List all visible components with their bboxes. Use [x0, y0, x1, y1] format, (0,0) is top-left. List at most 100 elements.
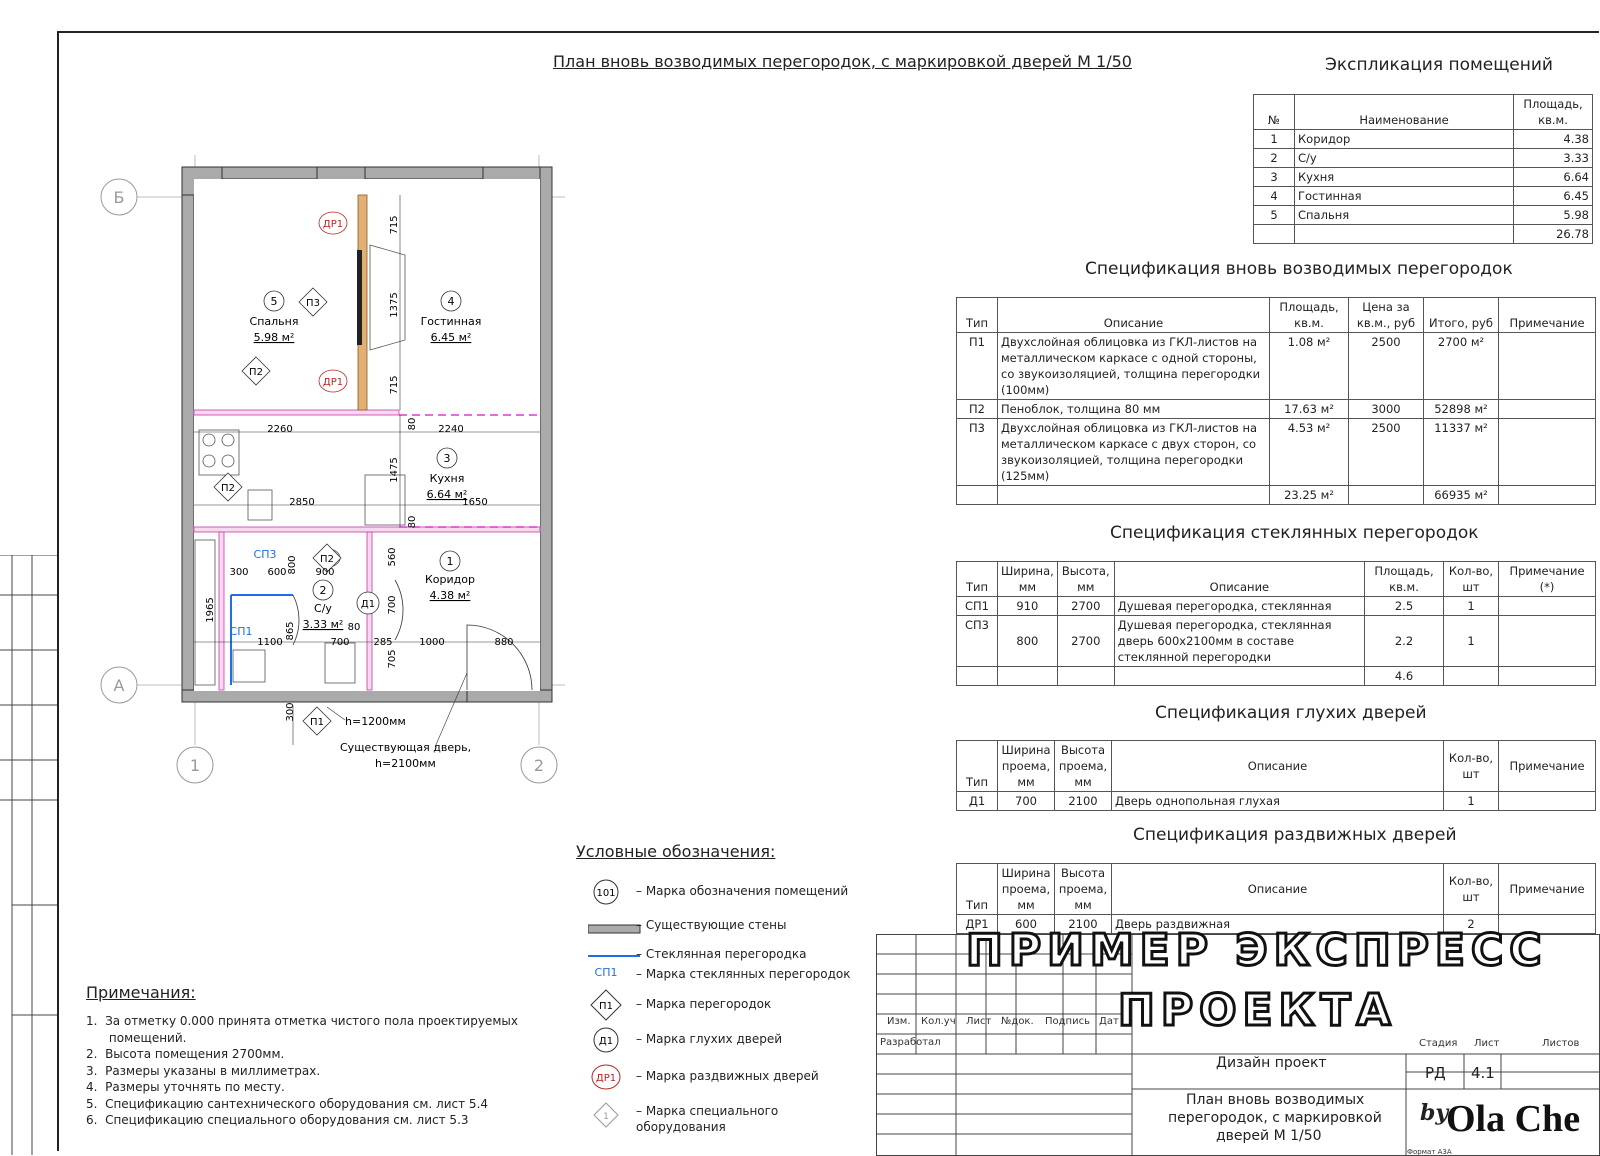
mark-dr1-top: ДР1 [323, 219, 343, 230]
door-callout-1: Существующая дверь, [340, 741, 471, 754]
binding-strip [0, 555, 57, 1155]
room-num-2: 2 [320, 584, 327, 597]
legend-glass-symbol: СП1 [595, 966, 618, 979]
stamp-col-date: Дат [1099, 1016, 1119, 1027]
notes-list: 1. За отметку 0.000 принята отметка чист… [86, 1013, 518, 1129]
dim-2850: 2850 [289, 497, 314, 508]
logo: Ola Che [1446, 1098, 1581, 1140]
note-item: 6. Спецификацию специального оборудовани… [86, 1113, 469, 1127]
legend-room-mark: – Марка обозначения помещений [636, 884, 849, 898]
room-name-5: Спальня [250, 315, 299, 328]
mark-p3: П3 [306, 298, 320, 309]
legend-part-mark: – Марка перегородок [636, 997, 772, 1011]
logo-by: by [1420, 1100, 1449, 1126]
dim-705: 705 [387, 649, 398, 668]
stamp-col-izm: Изм. [887, 1016, 911, 1027]
dim-700b: 700 [387, 595, 398, 614]
notes-title: Примечания: [86, 983, 196, 1002]
sheet-frame [57, 31, 1599, 1151]
legend-equip-mark-2: оборудования [636, 1120, 726, 1134]
stamp-sheet-title-1: План вновь возводимых [1186, 1092, 1365, 1108]
dim-2240: 2240 [438, 424, 463, 435]
room-name-3: Кухня [430, 472, 465, 485]
window-height-callout: h=1200мм [345, 715, 406, 728]
legend-glass-line: – Стеклянная перегородка [636, 947, 807, 961]
dim-2260: 2260 [267, 424, 292, 435]
dim-800: 800 [287, 555, 298, 574]
mark-dr1-bottom: ДР1 [323, 377, 343, 388]
legend-equip-mark-1: – Марка специального [636, 1104, 779, 1118]
mark-p1: П1 [310, 717, 324, 728]
axis-2: 2 [534, 756, 544, 775]
watermark-line-1: ПРИМЕР ЭКСПРЕСС [965, 924, 1548, 978]
room-num-1: 1 [447, 555, 454, 568]
axis-b: Б [114, 188, 125, 207]
dim-1000: 1000 [419, 637, 444, 648]
stamp-sheets-label: Листов [1542, 1038, 1580, 1049]
room-num-5: 5 [271, 295, 278, 308]
dim-1475: 1475 [389, 457, 400, 482]
dim-715a: 715 [389, 215, 400, 234]
stamp-format: Формат А3А [1407, 1148, 1452, 1156]
dim-300a: 300 [229, 567, 248, 578]
legend-title: Условные обозначения: [576, 842, 776, 861]
watermark-line-2: ПРОЕКТА [1117, 984, 1397, 1038]
axis-1: 1 [190, 756, 200, 775]
legend-door-symbol: Д1 [599, 1036, 613, 1047]
dim-300b: 300 [285, 702, 296, 721]
drawing-title: План вновь возводимых перегородок, с мар… [553, 52, 1132, 71]
legend-glass-mark: – Марка стеклянных перегородок [636, 967, 851, 981]
dim-80c: 80 [348, 622, 361, 633]
dim-80a: 80 [407, 418, 418, 431]
glass-title: Спецификация стеклянных перегородок [1110, 523, 1479, 543]
sliding-doors-title: Спецификация раздвижных дверей [1133, 825, 1457, 845]
room-area-4: 6.45 м² [431, 331, 472, 344]
dim-900: 900 [315, 567, 334, 578]
legend-walls: – Существующие стены [636, 918, 787, 932]
floor-plan: Б А 1 2 5 4 3 2 1 Спальня 5.98 м² Гостин… [100, 155, 565, 784]
stamp-col-ndok: №док. [1001, 1016, 1034, 1027]
mark-d1: Д1 [361, 599, 375, 610]
note-item: помещений. [86, 1030, 187, 1045]
mark-sp3: СП3 [254, 548, 277, 561]
dim-1965: 1965 [205, 597, 216, 622]
mark-sp1: СП1 [230, 625, 253, 638]
legend-slide-mark: – Марка раздвижных дверей [636, 1069, 819, 1083]
stamp-stage: РД [1425, 1064, 1446, 1082]
note-item: 4. Размеры уточнять по месту. [86, 1080, 285, 1094]
stamp-sheet-number: 4.1 [1471, 1064, 1495, 1082]
dim-700a: 700 [330, 637, 349, 648]
room-area-1: 4.38 м² [430, 589, 471, 602]
room-num-3: 3 [444, 452, 451, 465]
stamp-sheet-title-3: дверей М 1/50 [1216, 1128, 1322, 1144]
note-item: 2. Высота помещения 2700мм. [86, 1047, 285, 1061]
dim-1100: 1100 [257, 637, 282, 648]
stamp-developed: Разработал [880, 1037, 941, 1048]
solid-doors-title: Спецификация глухих дверей [1155, 703, 1427, 723]
stamp-stage-label: Стадия [1419, 1038, 1458, 1049]
room-area-5: 5.98 м² [254, 331, 295, 344]
legend-equip-symbol: 1 [603, 1112, 609, 1122]
stamp-project: Дизайн проект [1216, 1055, 1327, 1071]
room-area-3: 6.64 м² [427, 488, 468, 501]
stamp-col-kolych: Кол.уч [921, 1016, 956, 1027]
axis-a: А [114, 676, 125, 695]
mark-p2-a: П2 [249, 367, 263, 378]
dim-1375: 1375 [389, 292, 400, 317]
stamp-sheet-title-2: перегородок, с маркировкой [1168, 1110, 1382, 1126]
room-name-4: Гостинная [421, 315, 482, 328]
dim-600: 600 [267, 567, 286, 578]
dim-715b: 715 [389, 375, 400, 394]
